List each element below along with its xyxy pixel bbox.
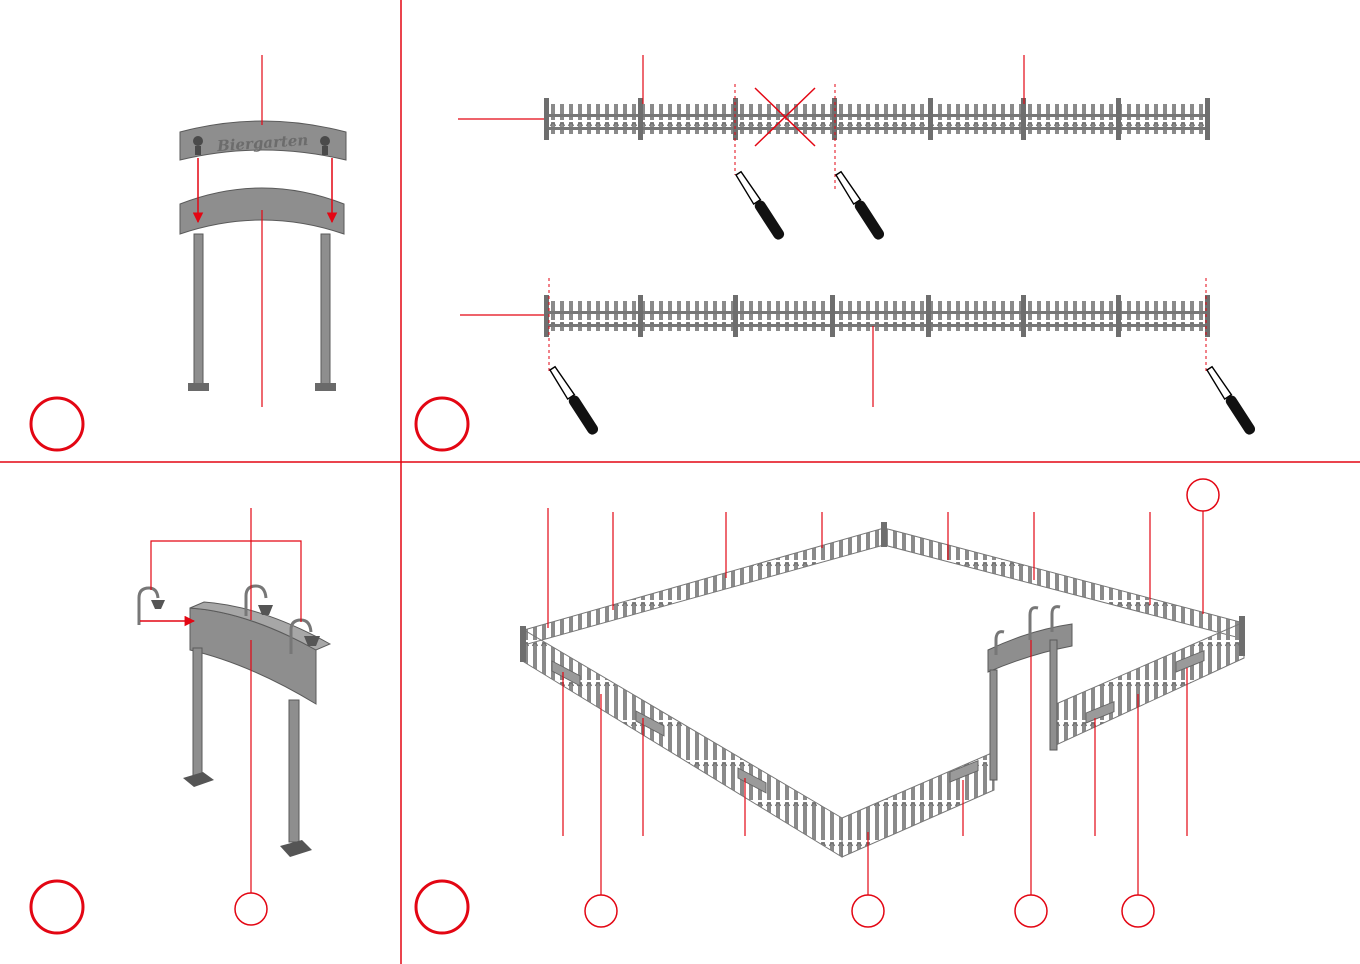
step-3-panel bbox=[31, 508, 330, 933]
arch-post-left bbox=[194, 234, 203, 384]
corner-post bbox=[520, 626, 526, 662]
step-1-panel: Biergarten bbox=[31, 55, 346, 450]
arch-frame-perspective bbox=[190, 608, 316, 704]
arch-post-foot-right bbox=[280, 840, 312, 857]
step-number-circle bbox=[31, 881, 83, 933]
step-2-panel bbox=[416, 55, 1257, 450]
step-number-circle bbox=[416, 881, 468, 933]
step-number-circle bbox=[416, 398, 468, 450]
step-4-panel bbox=[416, 479, 1245, 933]
arch-post-foot-left bbox=[188, 383, 209, 391]
fence-run-back-right bbox=[884, 528, 1240, 638]
corner-post bbox=[881, 522, 887, 547]
hobby-knife-icon bbox=[548, 365, 600, 436]
fence-run-front-right bbox=[1056, 622, 1244, 745]
arch-post-right bbox=[321, 234, 330, 384]
arch-post-right bbox=[289, 700, 299, 842]
arch-post-left bbox=[193, 648, 202, 776]
part-callout-circle bbox=[585, 895, 617, 927]
part-callout-circle bbox=[852, 895, 884, 927]
part-callout-circle bbox=[1015, 895, 1047, 927]
arch-post-foot-right bbox=[315, 383, 336, 391]
fence-run-back-left bbox=[524, 528, 884, 645]
part-callout-circle bbox=[1122, 895, 1154, 927]
step-number-circle bbox=[31, 398, 83, 450]
part-callout-circle bbox=[235, 893, 267, 925]
hobby-knife-icon bbox=[1205, 365, 1257, 436]
entrance-arch-post-right bbox=[1050, 640, 1057, 750]
hobby-knife-icon bbox=[734, 170, 786, 241]
corner-post bbox=[1239, 616, 1245, 656]
lamp-icon bbox=[139, 588, 165, 625]
hobby-knife-icon bbox=[834, 170, 886, 241]
entrance-arch-post-left bbox=[990, 670, 997, 780]
fence-strip-upper bbox=[544, 98, 1210, 140]
fence-run-front-left bbox=[524, 630, 842, 857]
part-callout-circle bbox=[1187, 479, 1219, 511]
arch-post-foot-left bbox=[183, 772, 214, 787]
fence-strip-lower bbox=[544, 295, 1210, 337]
